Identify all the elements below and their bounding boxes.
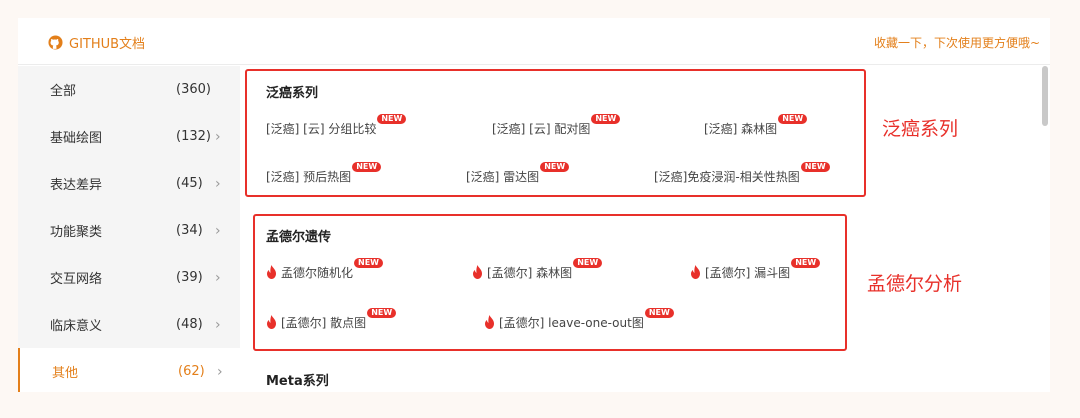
link-label: [泛癌]免疫浸润-相关性热图: [654, 170, 800, 184]
sidebar-item-count: (48): [176, 317, 203, 332]
fire-icon: [267, 265, 276, 279]
link-label: [孟德尔] 森林图: [487, 266, 573, 280]
link-pan-cancer-immune-correlation-heatmap[interactable]: [泛癌]免疫浸润-相关性热图 NEW: [654, 162, 830, 185]
chevron-right-icon: ›: [215, 175, 221, 192]
link-mendelian-scatter-plot[interactable]: [孟德尔] 散点图 NEW: [266, 308, 397, 331]
link-mendelian-forest-plot[interactable]: [孟德尔] 森林图 NEW: [472, 258, 603, 281]
chevron-right-icon: ›: [215, 316, 221, 333]
link-pan-cancer-forest-plot[interactable]: [泛癌] 森林图 NEW: [704, 114, 808, 137]
new-badge: NEW: [644, 308, 674, 318]
section-title-pan-cancer: 泛癌系列: [266, 86, 319, 101]
sidebar-item-label: 临床意义: [50, 319, 103, 334]
section-title-mendelian: 孟德尔遗传: [266, 230, 332, 245]
fire-icon: [691, 265, 700, 279]
sidebar-item-label: 全部: [50, 84, 77, 99]
link-label: [孟德尔] 漏斗图: [705, 266, 791, 280]
link-pan-cancer-paired-plot[interactable]: [泛癌] [云] 配对图 NEW: [492, 114, 621, 137]
sidebar-item-basic-plots[interactable]: 基础绘图 (132) ›: [18, 113, 240, 160]
highlight-box-pan-cancer: [245, 69, 866, 197]
top-header: GITHUB文档 收藏一下，下次使用更方便哦~: [18, 18, 1050, 65]
sidebar-item-label: 交互网络: [50, 272, 103, 287]
link-pan-cancer-radar-chart[interactable]: [泛癌] 雷达图 NEW: [466, 162, 570, 185]
new-badge: NEW: [367, 308, 397, 318]
github-docs-link[interactable]: GITHUB文档: [48, 33, 145, 52]
new-badge: NEW: [591, 114, 621, 124]
sidebar-item-count: (34): [176, 223, 203, 238]
chevron-right-icon: ›: [215, 269, 221, 286]
new-badge: NEW: [377, 114, 407, 124]
sidebar-item-all[interactable]: 全部 (360): [18, 66, 240, 113]
favorite-hint[interactable]: 收藏一下，下次使用更方便哦~: [873, 36, 1040, 50]
link-label: [泛癌] [云] 分组比较: [266, 122, 377, 136]
vertical-scrollbar[interactable]: [1042, 66, 1048, 126]
sidebar-item-label: 表达差异: [50, 178, 103, 193]
new-badge: NEW: [354, 258, 383, 268]
link-label: [泛癌] 雷达图: [466, 170, 540, 184]
sidebar-item-count: (39): [176, 270, 203, 285]
link-label: [孟德尔] 散点图: [281, 316, 367, 330]
link-mendelian-randomization[interactable]: 孟德尔随机化 NEW: [266, 258, 383, 281]
fire-icon: [473, 265, 482, 279]
sidebar-item-count: (360): [176, 82, 211, 97]
link-label: [泛癌] 森林图: [704, 122, 778, 136]
highlight-box-mendelian: [253, 214, 847, 351]
link-label: 孟德尔随机化: [281, 266, 354, 280]
sidebar-item-clinical-significance[interactable]: 临床意义 (48) ›: [18, 301, 240, 348]
sidebar-item-label: 基础绘图: [50, 131, 103, 146]
link-label: [泛癌] 预后热图: [266, 170, 352, 184]
section-title-meta: Meta系列: [266, 374, 329, 389]
link-label: [孟德尔] leave-one-out图: [499, 316, 644, 330]
chevron-right-icon: ›: [215, 128, 221, 145]
sidebar-item-differential-expression[interactable]: 表达差异 (45) ›: [18, 160, 240, 207]
sidebar-item-other[interactable]: 其他 (62) ›: [18, 348, 240, 392]
annotation-pan-cancer: 泛癌系列: [882, 118, 959, 140]
link-mendelian-funnel-plot[interactable]: [孟德尔] 漏斗图 NEW: [690, 258, 821, 281]
link-label: [泛癌] [云] 配对图: [492, 122, 591, 136]
category-sidebar: 全部 (360) 基础绘图 (132) › 表达差异 (45) › 功能聚类 (…: [18, 66, 240, 392]
github-icon: [48, 35, 63, 50]
fire-icon: [267, 315, 276, 329]
new-badge: NEW: [800, 162, 830, 172]
sidebar-item-label: 功能聚类: [50, 225, 103, 240]
sidebar-item-label: 其他: [52, 366, 79, 381]
new-badge: NEW: [573, 258, 603, 268]
sidebar-item-interaction-network[interactable]: 交互网络 (39) ›: [18, 254, 240, 301]
brand-label: GITHUB文档: [69, 37, 146, 52]
sidebar-item-count: (45): [176, 176, 203, 191]
new-badge: NEW: [791, 258, 821, 268]
fire-icon: [485, 315, 494, 329]
content-area: 泛癌系列 [泛癌] [云] 分组比较 NEW [泛癌] [云] 配对图 NEW …: [240, 66, 1050, 392]
link-pan-cancer-group-compare[interactable]: [泛癌] [云] 分组比较 NEW: [266, 114, 407, 137]
new-badge: NEW: [540, 162, 570, 172]
sidebar-item-count: (62): [178, 364, 205, 379]
chevron-right-icon: ›: [215, 222, 221, 239]
annotation-mendelian: 孟德尔分析: [867, 273, 963, 295]
chevron-right-icon: ›: [217, 363, 223, 380]
new-badge: NEW: [352, 162, 382, 172]
link-mendelian-leave-one-out[interactable]: [孟德尔] leave-one-out图 NEW: [484, 308, 674, 331]
sidebar-item-functional-clustering[interactable]: 功能聚类 (34) ›: [18, 207, 240, 254]
sidebar-item-count: (132): [176, 129, 211, 144]
new-badge: NEW: [778, 114, 808, 124]
main-panel: GITHUB文档 收藏一下，下次使用更方便哦~ 全部 (360) 基础绘图 (1…: [18, 18, 1050, 392]
link-pan-cancer-prognosis-heatmap[interactable]: [泛癌] 预后热图 NEW: [266, 162, 382, 185]
